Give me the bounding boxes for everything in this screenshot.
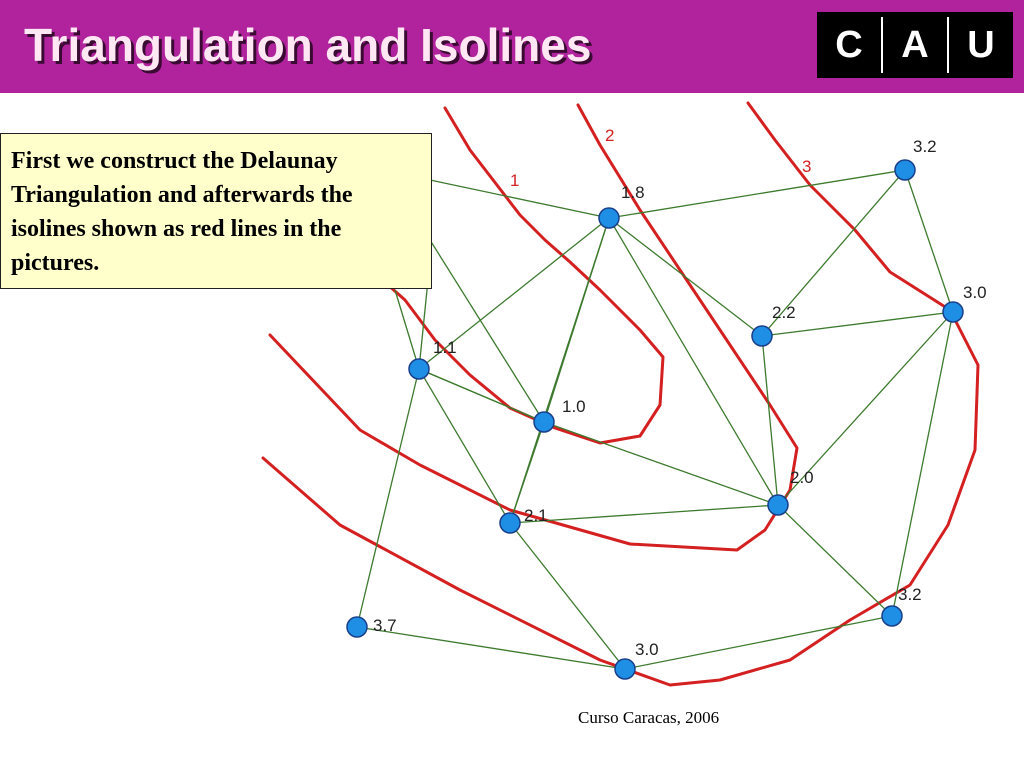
sample-point-value: 1.8 bbox=[621, 183, 645, 202]
sample-point-marker bbox=[408, 358, 430, 380]
triangulation-edges bbox=[356, 169, 954, 670]
triangulation-edge bbox=[891, 311, 954, 617]
isoline-2 bbox=[268, 103, 799, 552]
logo-divider bbox=[881, 17, 883, 73]
isoline-label: 1 bbox=[510, 171, 519, 190]
title-bar: Triangulation and Isolines C A U bbox=[0, 0, 1024, 93]
triangulation-edge bbox=[608, 217, 763, 337]
cau-logo: C A U bbox=[817, 12, 1013, 78]
sample-point-marker bbox=[499, 512, 521, 534]
triangulation-edge bbox=[761, 311, 954, 337]
sample-point-marker bbox=[767, 494, 789, 516]
sample-point-marker bbox=[942, 301, 964, 323]
sample-point-marker bbox=[533, 411, 555, 433]
triangulation-edge bbox=[608, 217, 779, 506]
isoline-label: 2 bbox=[605, 126, 614, 145]
logo-divider bbox=[947, 17, 949, 73]
sample-point-value: 2.0 bbox=[790, 468, 814, 487]
sample-point-value: 1.1 bbox=[433, 338, 457, 357]
sample-point-value: 3.0 bbox=[635, 640, 659, 659]
sample-point-marker bbox=[881, 605, 903, 627]
sample-point-value: 3.0 bbox=[963, 283, 987, 302]
isoline-label: 3 bbox=[802, 157, 811, 176]
triangulation-edge bbox=[429, 179, 610, 219]
sample-point-value: 3.7 bbox=[373, 616, 397, 635]
explanation-callout: First we construct the Delaunay Triangul… bbox=[0, 133, 432, 289]
triangulation-edge bbox=[777, 504, 893, 617]
sample-point-value: 1.0 bbox=[562, 397, 586, 416]
sample-point-marker bbox=[751, 325, 773, 347]
logo-letter-a: A bbox=[901, 24, 929, 66]
isolines bbox=[261, 101, 980, 687]
triangulation-edge bbox=[761, 335, 779, 506]
sample-point-marker bbox=[346, 616, 368, 638]
triangulation-diagram: 3.2 1.8 3.0 2.2 1.1 1.0 2.0 2.1 3.7 3.0 3.2 1 2 3 bbox=[261, 101, 987, 687]
sample-point-marker bbox=[894, 159, 916, 181]
triangulation-edge bbox=[761, 169, 906, 337]
triangulation-edge bbox=[608, 169, 906, 219]
triangulation-edge bbox=[418, 217, 610, 370]
triangulation-edge bbox=[904, 169, 954, 313]
triangulation-edge bbox=[509, 522, 626, 670]
triangulation-edge bbox=[418, 368, 545, 423]
triangulation-edge bbox=[509, 217, 610, 524]
triangulation-edge bbox=[418, 279, 429, 370]
logo-letter-c: C bbox=[835, 24, 863, 66]
sample-point-value: 2.1 bbox=[524, 506, 548, 525]
triangulation-edge bbox=[543, 421, 779, 506]
triangulation-edge bbox=[394, 289, 420, 370]
logo-letter-u: U bbox=[967, 24, 995, 66]
triangulation-edge bbox=[624, 615, 893, 670]
sample-point-marker bbox=[614, 658, 636, 680]
triangulation-edge bbox=[356, 626, 626, 670]
slide-title: Triangulation and Isolines bbox=[24, 19, 592, 71]
triangulation-edge bbox=[418, 368, 511, 524]
triangulation-edge bbox=[356, 368, 420, 628]
sample-point-value: 2.2 bbox=[772, 303, 796, 322]
isoline-labels: 1 2 3 bbox=[510, 126, 811, 190]
isoline-3 bbox=[261, 101, 980, 687]
isoline-1 bbox=[386, 106, 665, 445]
triangulation-edge bbox=[429, 239, 545, 423]
triangulation-edge bbox=[777, 311, 954, 506]
sample-point-value: 3.2 bbox=[913, 137, 937, 156]
sample-point-marker bbox=[598, 207, 620, 229]
sample-point-value: 3.2 bbox=[898, 585, 922, 604]
sample-points: 3.2 1.8 3.0 2.2 1.1 1.0 2.0 2.1 3.7 3.0 3.2 bbox=[346, 137, 987, 680]
footer-credit: Curso Caracas, 2006 bbox=[578, 708, 720, 727]
triangulation-edge bbox=[509, 504, 779, 524]
